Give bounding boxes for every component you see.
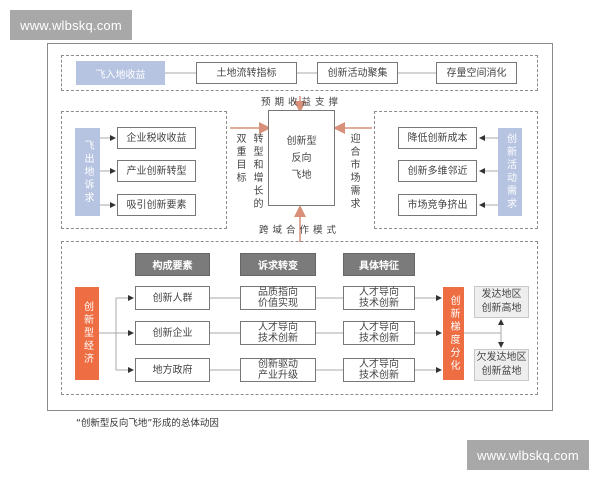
right-panel-source: 创新活动需求 — [498, 128, 522, 216]
left-panel — [61, 111, 227, 229]
feature-line: 技术创新 — [359, 333, 399, 344]
feature-line: 人才导向 — [359, 322, 399, 333]
innovation-gradient-box: 创新梯度分化 — [443, 287, 464, 380]
element-box: 创新企业 — [135, 321, 210, 345]
left-panel-item: 产业创新转型 — [117, 160, 196, 182]
outcome-line: 欠发达地区 — [476, 352, 527, 363]
feature-line: 人才导向 — [359, 359, 399, 370]
watermark-bottom: www.wlbskq.com — [467, 440, 589, 470]
left-center-label-col: 转型和增长 — [251, 133, 262, 198]
element-box: 创新人群 — [135, 286, 210, 310]
top-panel-item: 创新活动聚集 — [317, 62, 398, 84]
outcome-line: 创新盆地 — [481, 366, 522, 377]
column-header: 具体特征 — [343, 253, 415, 276]
demand-line: 产业升级 — [258, 370, 298, 381]
feature-line: 技术创新 — [359, 370, 399, 381]
core-line: 反向 — [291, 152, 312, 164]
feature-line: 技术创新 — [359, 298, 399, 309]
column-header: 诉求转变 — [240, 253, 316, 276]
demand-line: 价值实现 — [258, 298, 298, 309]
left-panel-item: 吸引创新要素 — [117, 194, 196, 216]
bottom-panel — [61, 241, 538, 395]
left-panel-source: 飞出地诉求 — [75, 128, 100, 216]
left-center-label-col: 的双重目标 — [234, 133, 262, 211]
figure-caption: “创新型反向飞地”形成的总体动因 — [76, 418, 219, 429]
outcome-line: 创新高地 — [481, 303, 522, 314]
right-panel — [374, 111, 538, 229]
demand-line: 品质指向 — [258, 287, 298, 298]
right-panel-item: 市场竞争挤出 — [398, 194, 477, 216]
developed-region-box: 发达地区 创新高地 — [474, 286, 529, 318]
right-panel-item: 创新多维邻近 — [398, 160, 477, 182]
core-line: 创新型 — [286, 135, 317, 147]
demand-box: 品质指向 价值实现 — [240, 286, 316, 310]
top-center-label: 预期收益支撑 — [261, 97, 343, 108]
feature-line: 人才导向 — [359, 287, 399, 298]
top-panel — [61, 55, 538, 91]
outcome-line: 发达地区 — [481, 289, 522, 300]
innovation-economy-source: 创新型经济 — [75, 287, 99, 380]
element-box: 地方政府 — [135, 358, 210, 382]
column-header: 构成要素 — [135, 253, 210, 276]
demand-line: 创新驱动 — [258, 359, 298, 370]
demand-line: 技术创新 — [258, 333, 298, 344]
feature-box: 人才导向 技术创新 — [343, 286, 415, 310]
right-panel-item: 降低创新成本 — [398, 127, 477, 149]
bottom-center-label: 跨域合作模式 — [259, 225, 341, 236]
core-line: 飞地 — [291, 169, 312, 181]
left-center-label: 转型和增长的双重目标 — [231, 133, 265, 213]
demand-box: 创新驱动 产业升级 — [240, 358, 316, 382]
left-panel-item: 企业税收收益 — [117, 127, 196, 149]
feature-box: 人才导向 技术创新 — [343, 321, 415, 345]
core-box: 创新型 反向 飞地 — [268, 110, 335, 206]
top-panel-item: 存量空间消化 — [436, 62, 517, 84]
demand-line: 人才导向 — [258, 322, 298, 333]
right-center-label: 迎合市场需求 — [348, 133, 359, 211]
underdeveloped-region-box: 欠发达地区 创新盆地 — [474, 349, 529, 381]
top-panel-item: 土地流转指标 — [196, 62, 297, 84]
top-panel-source: 飞入地收益 — [76, 61, 165, 85]
feature-box: 人才导向 技术创新 — [343, 358, 415, 382]
demand-box: 人才导向 技术创新 — [240, 321, 316, 345]
watermark-top: www.wlbskq.com — [10, 10, 132, 40]
